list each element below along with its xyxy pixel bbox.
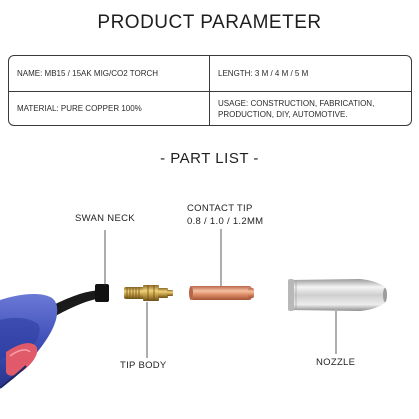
param-length: LENGTH: 3 M / 4 M / 5 M [218,69,309,78]
parameter-table: NAME: MB15 / 15AK MIG/CO2 TORCH LENGTH: … [8,55,412,126]
tip-body-image [124,285,173,301]
param-usage-line2: PRODUCTION, DIY, AUTOMOTIVE. [218,109,348,119]
param-material: MATERIAL: PURE COPPER 100% [9,91,210,125]
param-name: NAME: MB15 / 15AK MIG/CO2 TORCH [9,56,210,91]
contact-tip-label: CONTACT TIP [187,203,253,214]
nozzle-image [288,279,387,311]
parameter-row: MATERIAL: PURE COPPER 100% USAGE: CONSTR… [9,91,411,125]
swan-neck-label: SWAN NECK [75,213,135,224]
parameter-row: NAME: MB15 / 15AK MIG/CO2 TORCH LENGTH: … [9,56,411,92]
contact-tip-image [189,286,254,300]
contact-tip-sizes: 0.8 / 1.0 / 1.2MM [187,216,264,227]
param-usage-line1: USAGE: CONSTRUCTION, FABRICATION, [218,98,375,108]
tip-body-label: TIP BODY [120,360,167,371]
swan-neck-image [0,284,109,389]
page-title: PRODUCT PARAMETER [97,12,322,33]
part-list-heading: - PART LIST - [160,150,259,167]
nozzle-label: NOZZLE [316,357,356,368]
param-usage: USAGE: CONSTRUCTION, FABRICATION, PRODUC… [210,91,411,125]
